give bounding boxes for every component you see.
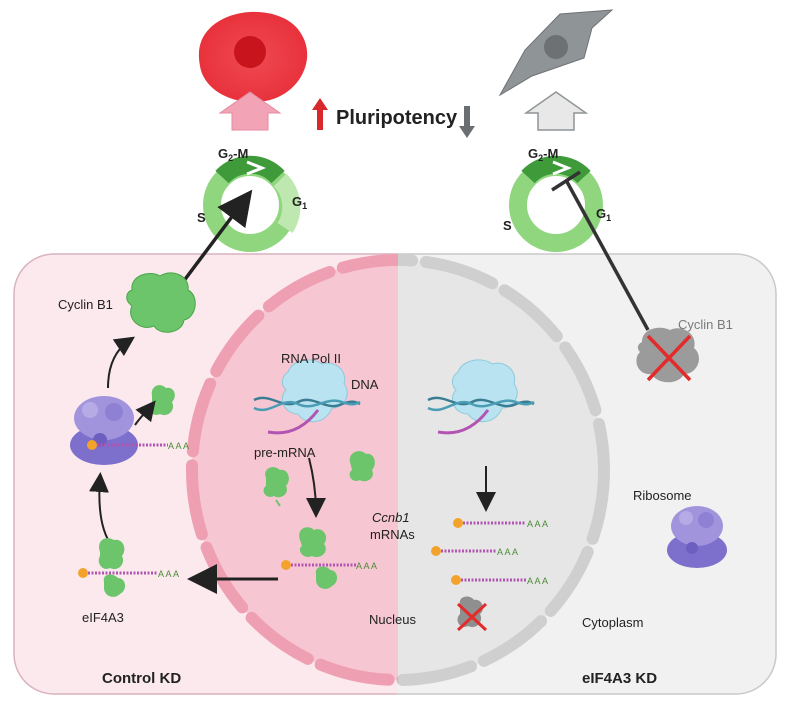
cyclin-b1-label-left: Cyclin B1 xyxy=(58,297,113,312)
cell-cycle-control: G2-M G1 S xyxy=(197,146,307,252)
polya-2: A A A xyxy=(158,569,179,579)
mrnas-label: mRNAs xyxy=(370,527,415,542)
differentiated-cell xyxy=(498,9,614,97)
inhibition-bar xyxy=(551,170,581,192)
inhibition-line xyxy=(564,179,650,331)
eif4a3-released xyxy=(149,385,175,416)
nucleus-kd xyxy=(398,260,604,680)
nucleus xyxy=(186,254,610,686)
cyclin-b1-control xyxy=(126,272,196,333)
eif4a3-free-2 xyxy=(349,451,375,482)
dna-strand-b-kd xyxy=(427,399,535,412)
ribosome-control xyxy=(70,396,138,465)
pre-mrna-transcript-kd xyxy=(437,409,490,435)
polya-1: A A A xyxy=(168,441,189,451)
cyclin-to-cycle-arrow xyxy=(181,189,253,284)
pre-mrna-transcript xyxy=(267,409,320,435)
s-label-right: S xyxy=(503,218,512,233)
arrow-down-gray-icon xyxy=(459,106,475,138)
splicing-arrow xyxy=(305,457,326,518)
cyclin-b1-kd xyxy=(636,327,699,383)
nucleus-label: Nucleus xyxy=(369,612,416,627)
ribosome-label: Ribosome xyxy=(633,488,692,503)
ccnb1-label: Ccnb1 xyxy=(372,510,410,525)
arrow-up-red-icon xyxy=(312,98,328,130)
pluripotency-title: Pluripotency xyxy=(336,107,458,129)
eif4a3-label: eIF4A3 xyxy=(82,610,124,625)
mrna-cap-2 xyxy=(78,568,88,578)
g1-label-right: G1 xyxy=(596,206,611,223)
dna-strand-b-control xyxy=(253,399,361,412)
ccnb1-mrnas-kd: A A A A A A A A A xyxy=(431,518,548,586)
nucleus-control xyxy=(192,260,398,680)
nuclear-envelope-control xyxy=(186,254,398,686)
pluripotent-cell xyxy=(198,11,308,103)
ejc-top xyxy=(299,527,327,558)
pre-mrna-label: pre-mRNA xyxy=(254,445,316,460)
cyclin-b1-label-right: Cyclin B1 xyxy=(678,317,733,332)
ejc-bottom xyxy=(315,566,338,589)
ribosome-kd xyxy=(667,506,727,568)
eif4a3-bound-top xyxy=(98,538,125,570)
control-kd-label: Control KD xyxy=(102,670,181,687)
cytoplasm-label: Cytoplasm xyxy=(582,615,643,630)
svg-text:A A A: A A A xyxy=(497,547,518,557)
svg-text:A A A: A A A xyxy=(527,576,548,586)
g2m-label-right: G2-M xyxy=(528,146,558,163)
mrna-cap-3 xyxy=(281,560,291,570)
eif4a3-depleted xyxy=(456,596,488,632)
release-arrow xyxy=(134,400,156,426)
eif4a3-kd-label: eIF4A3 KD xyxy=(582,670,657,687)
dna-label: DNA xyxy=(351,377,379,392)
g1-label-left: G1 xyxy=(292,194,307,211)
s-label-left: S xyxy=(197,210,206,225)
eif4a3-bound-bottom xyxy=(103,574,126,597)
cell-cycle-kd: G2-M G1 S xyxy=(503,146,611,252)
eif4a3-free-1 xyxy=(263,467,289,498)
polya-3: A A A xyxy=(356,561,377,571)
up-arrow-control xyxy=(218,91,282,131)
mrna-cap-1 xyxy=(87,440,97,450)
translation-arrow xyxy=(107,336,135,389)
nuclear-envelope-kd xyxy=(398,254,610,686)
g2m-label-left: G2-M xyxy=(218,146,248,163)
rna-pol-ii-label: RNA Pol II xyxy=(281,351,341,366)
svg-text:A A A: A A A xyxy=(527,519,548,529)
up-arrow-kd xyxy=(523,91,589,131)
